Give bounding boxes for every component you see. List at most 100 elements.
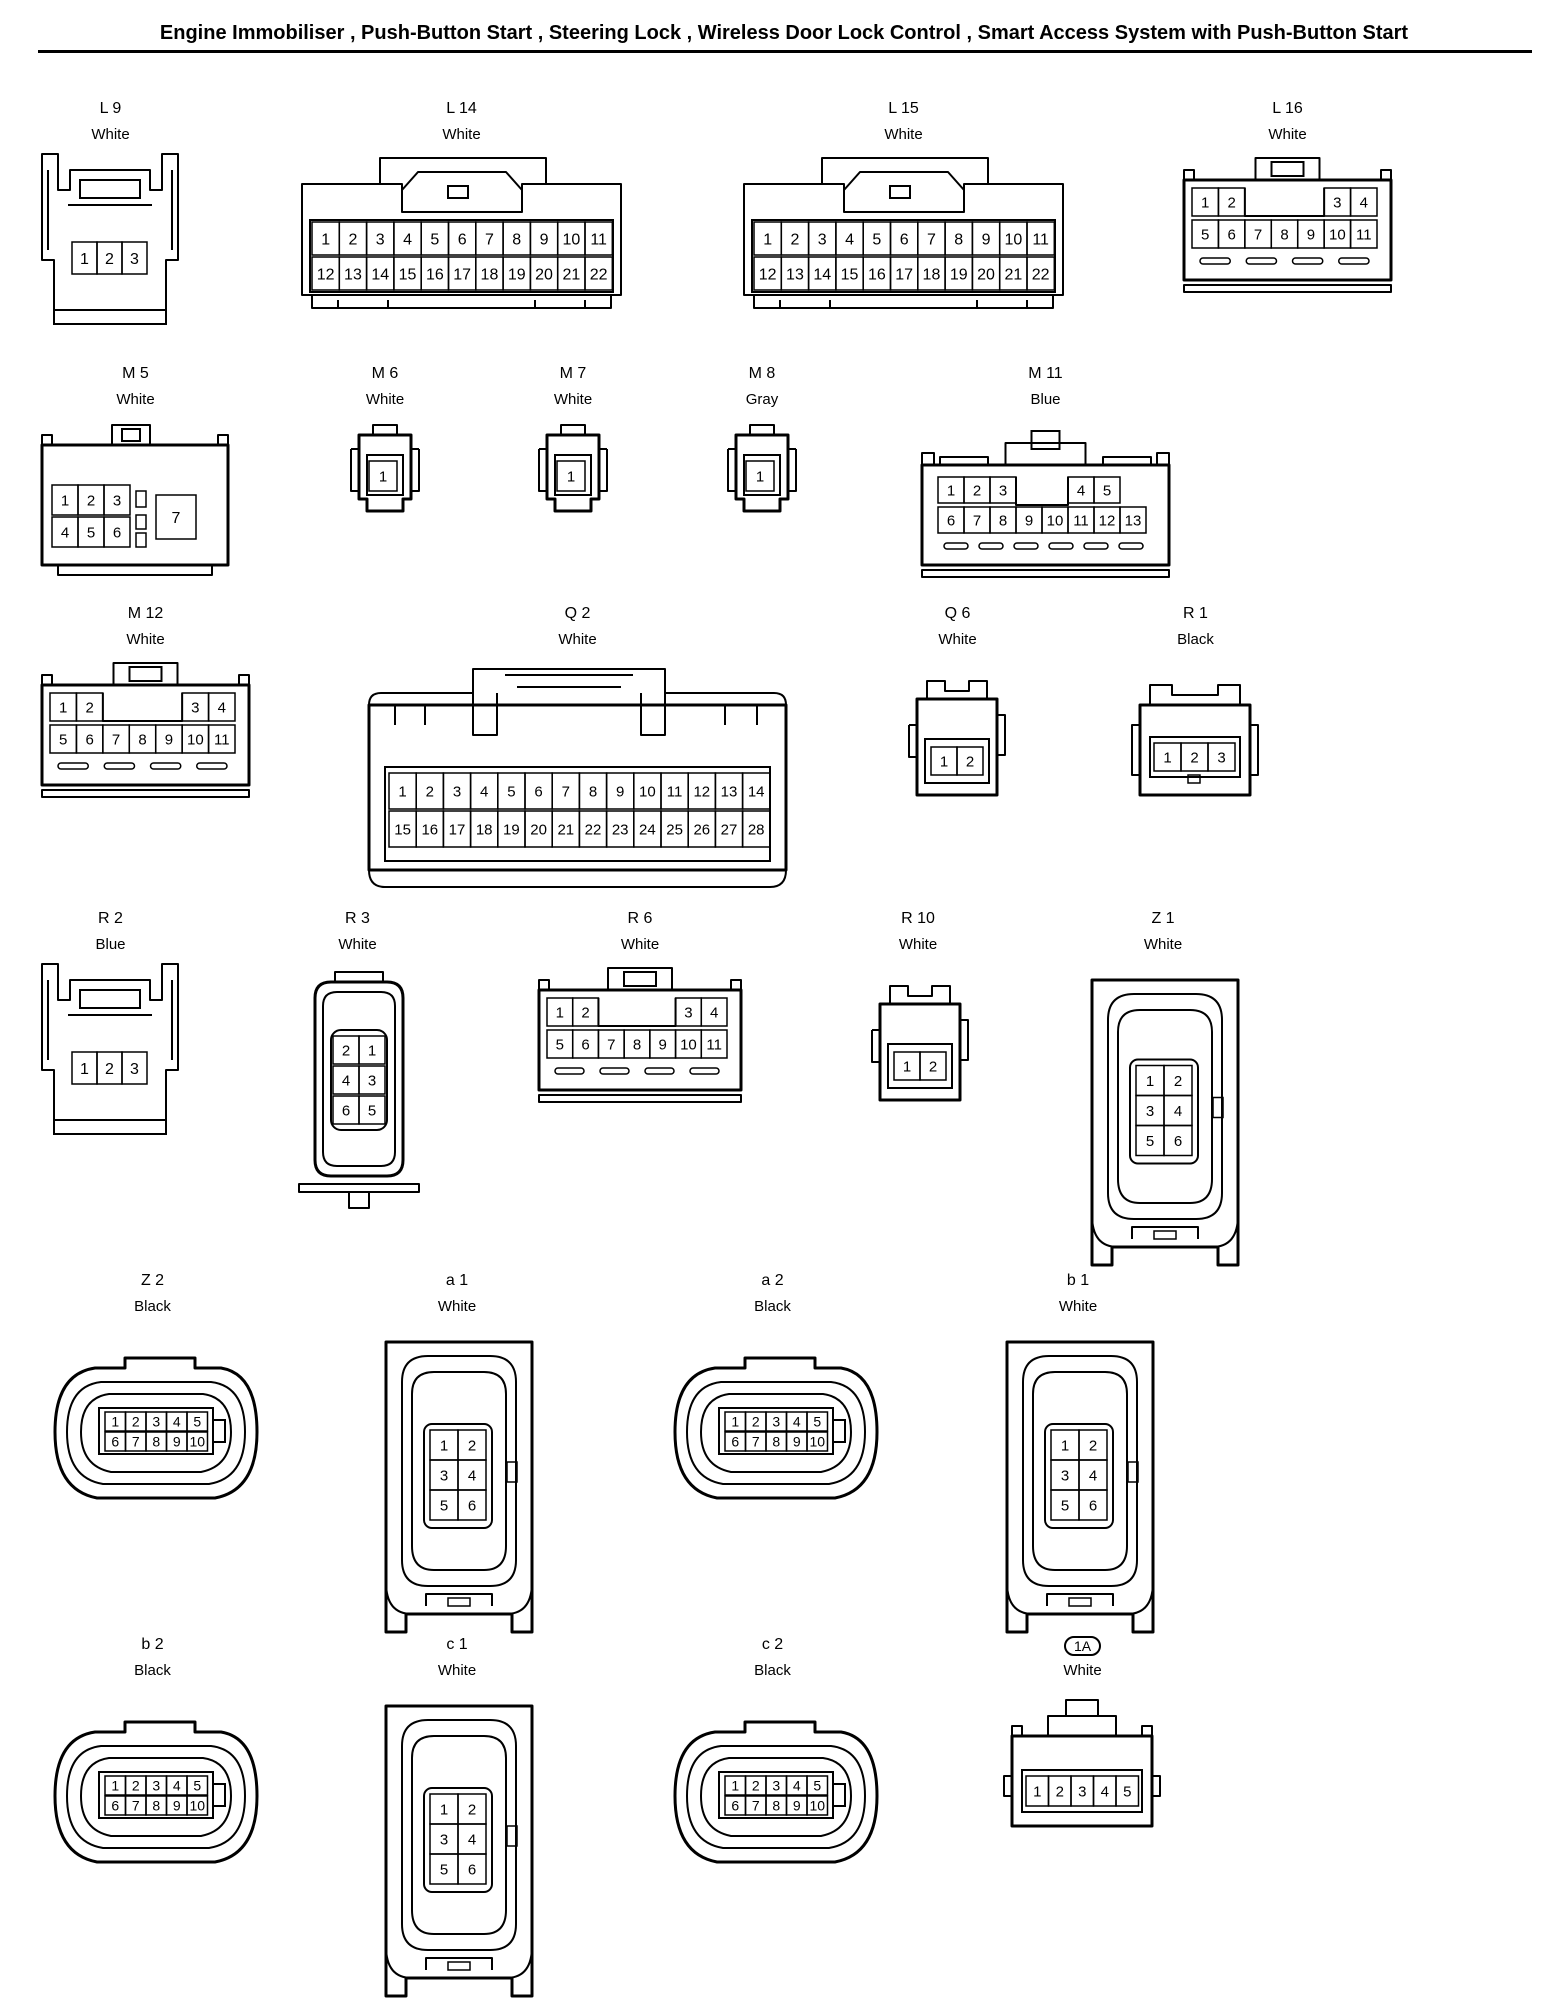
pin-cell: 4 — [785, 1775, 808, 1796]
pin-cell: 4 — [332, 1065, 360, 1095]
pin-cell: 14 — [741, 772, 771, 810]
pin-cell: 1 — [1050, 1429, 1080, 1461]
pin-number: 8 — [152, 1798, 160, 1814]
pin-number: 4 — [1089, 1467, 1097, 1484]
pin-cell: 5 — [429, 1853, 459, 1885]
pin-number: 6 — [111, 1798, 119, 1814]
connector-color: Black — [1177, 631, 1214, 648]
connector-color: Blue — [95, 936, 126, 953]
pin-cell: 2 — [963, 476, 991, 504]
pin-cell: 18 — [469, 810, 499, 848]
pin-cell: 6 — [1078, 1489, 1108, 1521]
pin-number: 5 — [556, 1036, 564, 1053]
pin-number: 8 — [954, 231, 963, 248]
pin-number: 14 — [371, 266, 389, 283]
pin-number: 3 — [440, 1831, 448, 1848]
pin-cell: 22 — [584, 256, 614, 291]
pin-cell: 4 — [457, 1459, 487, 1491]
pin-cell: 10 — [1323, 219, 1352, 249]
pin-cell: 4 — [1349, 187, 1378, 217]
pin-number: 7 — [485, 231, 494, 248]
pin-cell: 6 — [447, 221, 477, 256]
pin-cell: 3 — [429, 1459, 459, 1491]
pin-cell: 5 — [862, 221, 892, 256]
pin-cell: 27 — [714, 810, 744, 848]
pin-cell: 1 — [937, 476, 965, 504]
pin-cell: 4 — [469, 772, 499, 810]
pin-number: 3 — [1146, 1103, 1154, 1120]
pin-number: 1 — [111, 1414, 119, 1430]
pin-number: 2 — [1174, 1073, 1182, 1090]
pin-number: 1 — [61, 492, 69, 509]
pin-number: 2 — [342, 1042, 350, 1059]
pin-cell: 10 — [806, 1431, 829, 1452]
pin-number: 3 — [1217, 749, 1225, 766]
pin-cell: 6 — [104, 1431, 127, 1452]
pin-number: 25 — [666, 821, 683, 838]
pin-number: 13 — [721, 783, 738, 800]
pin-cell: 4 — [700, 997, 728, 1027]
connector-color: White — [553, 391, 593, 408]
pin-number: 10 — [809, 1798, 825, 1814]
pin-cell: 3 — [121, 1051, 148, 1085]
pin-number: 2 — [973, 482, 981, 499]
pin-cell: 2 — [457, 1429, 487, 1461]
connector-color: White — [884, 126, 923, 143]
pin-cell: 22 — [1026, 256, 1056, 291]
pin-number: 17 — [453, 266, 471, 283]
pin-number: 2 — [105, 251, 114, 268]
pin-number: 1 — [379, 468, 387, 485]
pin-number: 3 — [772, 1778, 780, 1794]
pin-number: 9 — [1307, 226, 1315, 243]
pin-number: 1 — [1163, 749, 1171, 766]
pin-number: 14 — [813, 266, 831, 283]
pin-number: 21 — [562, 266, 580, 283]
pin-cell: 12 — [311, 256, 341, 291]
pin-cell: 3 — [765, 1775, 788, 1796]
pin-number: 1 — [1146, 1073, 1154, 1090]
pin-number: 4 — [710, 1004, 718, 1021]
pin-number: 19 — [950, 266, 968, 283]
pin-number: 27 — [721, 821, 738, 838]
pin-cell: 6 — [1163, 1124, 1193, 1157]
pin-number: 1 — [1201, 194, 1209, 211]
pin-number: 10 — [1004, 231, 1022, 248]
pin-cell: 5 — [1135, 1124, 1165, 1157]
pin-number: 9 — [982, 231, 991, 248]
pin-cell: 6 — [937, 506, 965, 534]
pin-number: 19 — [503, 821, 520, 838]
pin-number: 2 — [468, 1801, 476, 1818]
pin-number: 5 — [87, 524, 95, 541]
pin-cell: 3 — [429, 1823, 459, 1855]
pin-cell: 11 — [584, 221, 614, 256]
connector-color: White — [126, 631, 165, 648]
pin-number: 1 — [763, 231, 772, 248]
pin-number: 1 — [731, 1778, 739, 1794]
pin-cell: 9 — [971, 221, 1001, 256]
pin-cell: 1 — [368, 460, 398, 492]
pin-number: 6 — [534, 783, 542, 800]
pin-number: 4 — [403, 231, 412, 248]
pin-number: 7 — [112, 731, 120, 748]
pin-number: 1 — [1061, 1437, 1069, 1454]
pin-cell: 8 — [1270, 219, 1299, 249]
pin-cell: 4 — [785, 1411, 808, 1432]
pin-cell: 2 — [1047, 1775, 1072, 1807]
pin-number: 6 — [113, 524, 121, 541]
pin-cell: 6 — [524, 772, 553, 810]
pin-number: 6 — [468, 1497, 476, 1514]
pin-number: 4 — [173, 1778, 181, 1794]
pin-cell: 5 — [806, 1775, 829, 1796]
pin-cell: 11 — [1067, 506, 1095, 534]
pin-number: 16 — [868, 266, 886, 283]
connector-color: Gray — [745, 391, 779, 408]
pin-number: 3 — [684, 1004, 692, 1021]
